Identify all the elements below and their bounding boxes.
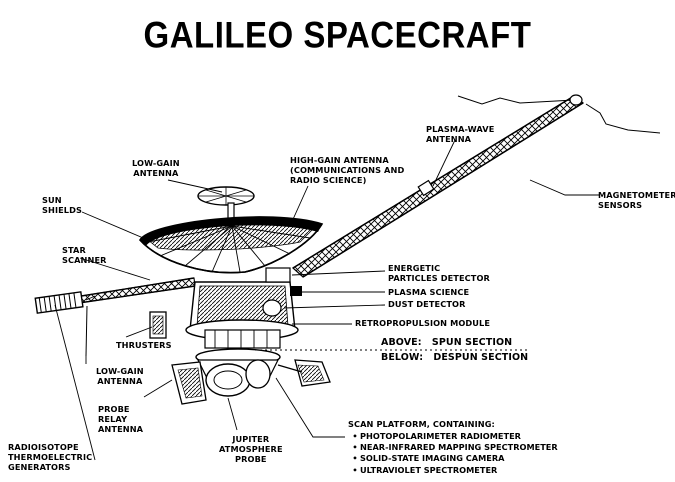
plasma-wave-antenna-wires (457, 95, 661, 134)
scan-platform-instrument-list: PHOTOPOLARIMETER RADIOMETER NEAR-INFRARE… (350, 431, 558, 476)
label-jupiter-atmosphere-probe: JUPITER ATMOSPHERE PROBE (219, 434, 283, 464)
label-plasma-science: PLASMA SCIENCE (388, 287, 470, 297)
spacecraft-bus (185, 267, 302, 349)
label-energetic-particles-detector: ENERGETIC PARTICLES DETECTOR (388, 263, 490, 283)
despun-section (171, 348, 331, 405)
leader-lines (54, 139, 599, 461)
label-low-gain-antenna-bottom: LOW-GAIN ANTENNA (96, 366, 144, 386)
scan-platform-item: NEAR-INFRARED MAPPING SPECTROMETER (350, 442, 558, 453)
label-star-scanner: STAR SCANNER (62, 245, 107, 265)
label-low-gain-antenna-top: LOW-GAIN ANTENNA (132, 158, 180, 178)
low-gain-antenna-top (197, 186, 255, 224)
scan-platform-item: PHOTOPOLARIMETER RADIOMETER (350, 431, 558, 442)
thrusters (149, 311, 167, 339)
label-above-spun-section: ABOVE: SPUN SECTION (381, 337, 513, 348)
label-high-gain-antenna: HIGH-GAIN ANTENNA (COMMUNICATIONS AND RA… (290, 155, 405, 185)
diagram-title: GALILEO SPACECRAFT (143, 14, 532, 56)
scan-platform-item: SOLID-STATE IMAGING CAMERA (350, 453, 558, 464)
label-magnetometer-sensors: MAGNETOMETER SENSORS (598, 190, 675, 210)
magnetometer-boom (292, 94, 585, 278)
high-gain-antenna-dish (139, 216, 324, 274)
rtg-units (34, 291, 84, 314)
label-dust-detector: DUST DETECTOR (388, 299, 466, 309)
label-thrusters: THRUSTERS (116, 340, 172, 350)
label-plasma-wave-antenna: PLASMA-WAVE ANTENNA (426, 124, 495, 144)
label-sun-shields: SUN SHIELDS (42, 195, 82, 215)
label-probe-relay-antenna: PROBE RELAY ANTENNA (98, 404, 144, 434)
scan-platform-item: ULTRAVIOLET SPECTROMETER (350, 465, 558, 476)
label-radioisotope-generators: RADIOISOTOPE THERMOELECTRIC GENERATORS (8, 442, 93, 472)
label-below-despun-section: BELOW: DESPUN SECTION (381, 352, 529, 363)
label-retropropulsion-module: RETROPROPULSION MODULE (355, 318, 491, 328)
label-scan-platform-heading: SCAN PLATFORM, CONTAINING: (348, 419, 495, 429)
